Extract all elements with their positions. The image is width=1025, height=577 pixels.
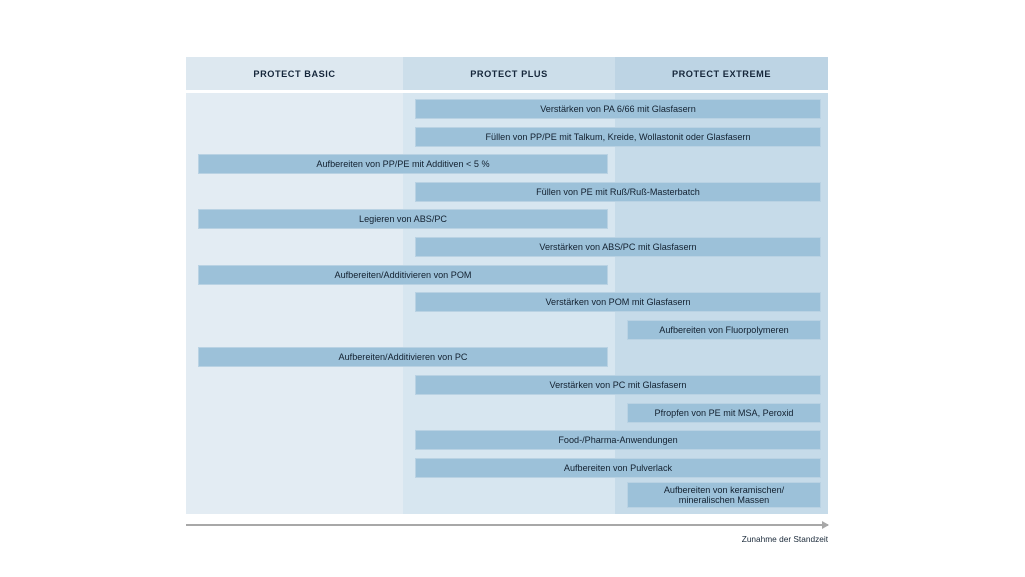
chart-bar: Füllen von PP/PE mit Talkum, Kreide, Wol… (415, 126, 821, 147)
chart-bar: Verstärken von ABS/PC mit Glasfasern (415, 237, 821, 257)
x-axis-label: Zunahme der Standzeit (741, 534, 828, 544)
protect-grades-chart: PROTECT BASIC PROTECT PLUS PROTECT EXTRE… (186, 57, 829, 544)
column-header-protect-basic: PROTECT BASIC (186, 57, 403, 90)
chart-bar: Füllen von PE mit Ruß/Ruß-Masterbatch (415, 181, 821, 202)
chart-bar: Verstärken von POM mit Glasfasern (415, 292, 821, 313)
column-header-row: PROTECT BASIC PROTECT PLUS PROTECT EXTRE… (186, 57, 828, 90)
x-axis-arrow (186, 521, 829, 529)
chart-bar: Aufbereiten/Additivieren von POM (198, 264, 608, 285)
chart-bar: Legieren von ABS/PC (198, 209, 608, 230)
chart-bar: Aufbereiten von Fluorpolymeren (627, 319, 821, 340)
chart-bar: Aufbereiten von keramischen/mineralische… (627, 482, 821, 509)
chart-bar: Aufbereiten/Additivieren von PC (198, 347, 608, 368)
chart-bar: Verstärken von PC mit Glasfasern (415, 375, 821, 395)
column-header-protect-plus: PROTECT PLUS (403, 57, 615, 90)
column-header-protect-extreme: PROTECT EXTREME (615, 57, 828, 90)
chart-bar: Food-/Pharma-Anwendungen (415, 430, 821, 451)
chart-bar: Aufbereiten von PP/PE mit Additiven < 5 … (198, 154, 608, 175)
chart-bar: Aufbereiten von Pulverlack (415, 457, 821, 478)
chart-bar: Verstärken von PA 6/66 mit Glasfasern (415, 99, 821, 119)
chart-bar: Pfropfen von PE mit MSA, Peroxid (627, 402, 821, 423)
